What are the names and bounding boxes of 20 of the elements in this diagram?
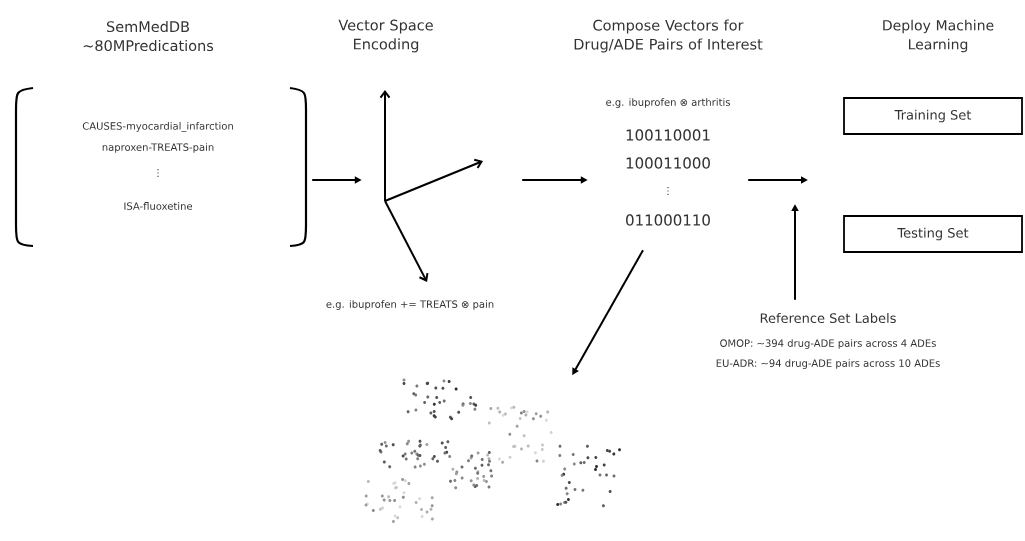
predication-text: ISA-fluoxetine <box>124 202 193 210</box>
set-box: Training Set <box>843 97 1023 135</box>
vector-bits: 011000110 <box>626 214 710 226</box>
predication-text: CAUSES-myocardial_infarction <box>82 122 233 132</box>
column-heading: Vector Space Encoding <box>338 19 433 53</box>
column-heading: Compose Vectors for Drug/ADE Pairs of Interest <box>574 19 763 53</box>
predication-text: naproxen-TREATS-pain <box>102 143 214 153</box>
scatter-plot-drawing <box>364 378 621 523</box>
example-caption: e.g. ibuprofen ⊗ arthritis <box>606 98 730 108</box>
set-box: Testing Set <box>843 215 1023 253</box>
example-caption: e.g. ibuprofen += TREATS ⊗ pain <box>326 300 494 310</box>
predication-text: ⋮ <box>157 168 159 178</box>
reference-note: OMOP: ~394 drug-ADE pairs across 4 ADEs <box>720 339 936 349</box>
reference-heading: Reference Set Labels <box>760 312 896 324</box>
vector-bits: 100011000 <box>626 157 710 169</box>
column-heading: SemMedDB ~80MPredications <box>83 20 214 52</box>
column-heading: Deploy Machine Learning <box>883 19 994 53</box>
vector-bits: 100110001 <box>626 129 710 141</box>
reference-note: EU-ADR: ~94 drug-ADE pairs across 10 ADEs <box>716 359 940 369</box>
vector-bits: ⋮ <box>667 186 669 196</box>
